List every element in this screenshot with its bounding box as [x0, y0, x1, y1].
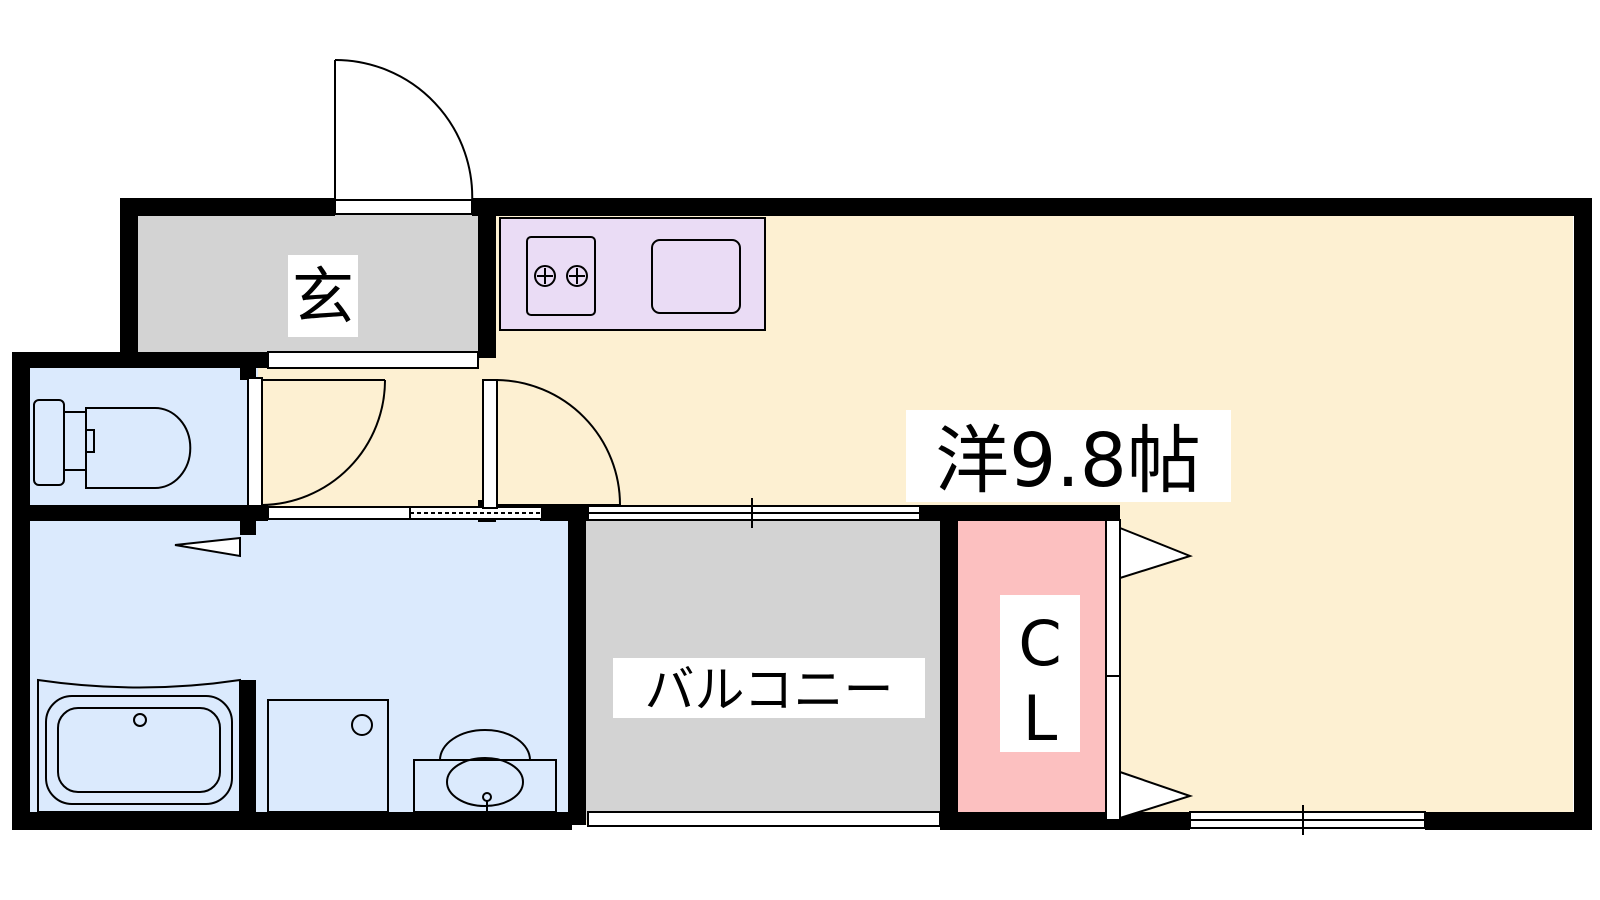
stove-icon	[526, 236, 596, 316]
kitchen-counter	[499, 217, 766, 331]
closet-text-l: L	[1023, 682, 1058, 755]
washbasin-icon	[413, 729, 557, 813]
door-swing-icon	[482, 379, 621, 509]
toilet-floor	[22, 360, 258, 512]
closet-label: C L	[1000, 595, 1080, 755]
sink-icon	[651, 239, 741, 314]
entrance-label: 玄	[288, 255, 358, 337]
door-swing-icon	[247, 377, 386, 507]
western-room-text: 洋9.8帖	[935, 418, 1201, 504]
closet-text-c: C	[1018, 607, 1061, 680]
balcony-label: バルコニー	[613, 658, 925, 719]
door-swing-icon	[334, 58, 474, 215]
entrance-text: 玄	[292, 260, 354, 333]
hall-floor	[258, 360, 488, 512]
balcony-text: バルコニー	[645, 661, 894, 719]
closet-door-marker	[1105, 519, 1194, 821]
toilet-icon	[33, 399, 192, 489]
washing-machine-pan-icon	[267, 699, 389, 813]
bath-door-marker	[174, 536, 241, 558]
bathroom-floor	[22, 520, 577, 820]
western-room-label: 洋9.8帖	[906, 410, 1231, 504]
sliding-window-icon	[267, 351, 1426, 835]
bathtub-icon	[37, 678, 241, 813]
